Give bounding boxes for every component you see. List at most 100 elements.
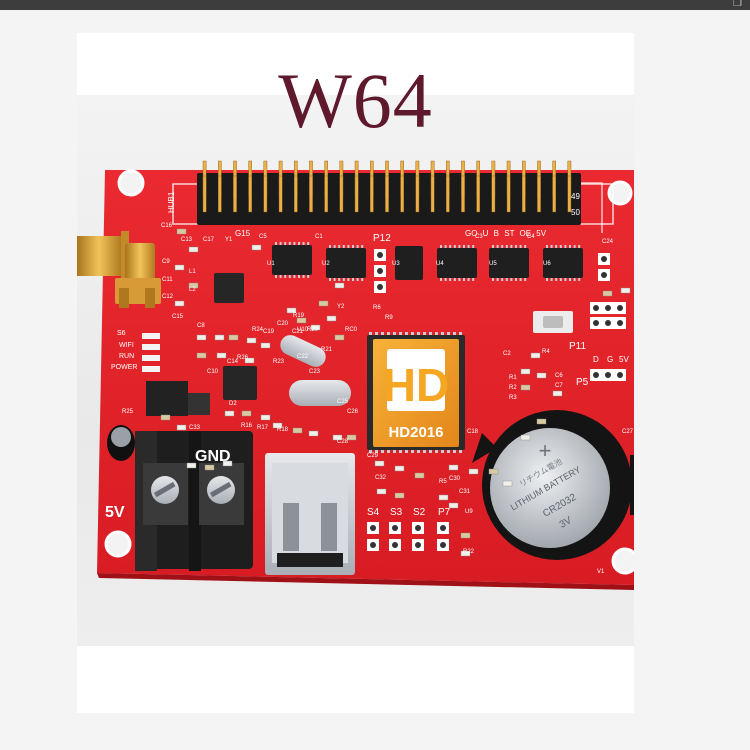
smd-component: [488, 468, 499, 475]
usb-port: [265, 453, 355, 575]
header-pin: [370, 175, 374, 213]
smd-component: [246, 337, 257, 344]
header-pin: [537, 175, 541, 213]
smd-component: [222, 460, 233, 467]
smd-component: [346, 434, 357, 441]
smd-component: [448, 502, 459, 509]
component-label: U6: [543, 261, 551, 267]
smd-component: [460, 550, 471, 557]
component-label: R21: [321, 347, 333, 353]
wifi-antenna-connector: [77, 231, 161, 308]
component-label: R17: [257, 425, 269, 431]
component-label: C28: [337, 439, 349, 445]
header-pin: [522, 175, 526, 213]
component-label: C18: [467, 429, 479, 435]
main-processor-chip: HD HD2016: [367, 335, 465, 450]
port-label-p5: P5: [576, 377, 589, 388]
switch-label-s4: S4: [367, 507, 380, 518]
port-pin-g: G: [607, 355, 613, 364]
crystal-oscillator: [280, 335, 351, 406]
smd-component: [186, 462, 197, 469]
smd-component: [174, 264, 185, 271]
component-label: C11: [162, 277, 173, 283]
smd-component: [414, 472, 425, 479]
header-pin: [278, 175, 283, 213]
smd-component: [310, 324, 321, 331]
pin50-label: 50: [571, 208, 580, 217]
header-pin: [430, 175, 435, 213]
smd-component: [552, 390, 563, 397]
smd-component: [224, 410, 235, 417]
smd-component: [530, 352, 541, 359]
header-pin: [476, 175, 481, 213]
header-pin: [552, 175, 557, 213]
product-title: W64: [278, 57, 433, 144]
header-pin: [339, 175, 344, 213]
smd-component: [620, 287, 631, 294]
header-pin: [309, 175, 313, 213]
electrolytic-capacitor: [107, 425, 135, 461]
smd-component: [520, 384, 531, 391]
coin-cell-battery: + LITHIUM BATTERY CR2032 3V リチウム電池: [472, 410, 634, 560]
component-label: C15: [172, 314, 184, 320]
smd-component: [326, 315, 337, 322]
component-label: C6: [555, 373, 563, 379]
smd-component: [438, 494, 449, 501]
component-label: U4: [436, 261, 444, 267]
led-label-power: POWER: [111, 364, 137, 371]
smd-component: [244, 357, 255, 364]
header-pin: [461, 175, 465, 213]
smd-component: [214, 334, 225, 341]
smd-component: [296, 317, 307, 324]
driver-chips-row: [272, 245, 583, 280]
hd-logo: HD: [383, 359, 449, 411]
component-label: R25: [122, 409, 134, 415]
component-label: C26: [347, 409, 359, 415]
component-label: R26: [237, 355, 249, 361]
component-label: C14: [227, 359, 239, 365]
smd-component: [308, 430, 319, 437]
smd-component: [196, 352, 207, 359]
component-label: C2: [503, 351, 511, 357]
component-label: L2: [189, 287, 196, 293]
smd-component: [228, 334, 239, 341]
smd-component: [292, 427, 303, 434]
smd-component: [160, 414, 171, 421]
component-label: R22: [463, 549, 475, 555]
component-label: U5: [489, 261, 497, 267]
g15-label: G15: [235, 229, 251, 238]
smd-component: [176, 424, 187, 431]
window-top-bar: ❐: [0, 0, 750, 10]
component-label: RC0: [345, 327, 358, 333]
port-label-p11: P11: [569, 341, 586, 352]
component-label: C4: [527, 234, 535, 240]
header-pin: [248, 175, 253, 213]
smd-component: [394, 465, 405, 472]
component-label: C27: [622, 429, 634, 435]
component-label: U3: [392, 261, 400, 267]
smd-component: [188, 246, 199, 253]
restore-icon[interactable]: ❐: [733, 0, 742, 9]
smd-component: [216, 352, 227, 359]
component-label: R5: [439, 479, 447, 485]
smd-component: [460, 532, 471, 539]
component-label: C24: [602, 239, 614, 245]
battery-voltage: 3V: [558, 515, 574, 531]
gnd-label: GND: [195, 448, 231, 465]
component-label: C12: [162, 294, 174, 300]
smd-component: [502, 480, 513, 487]
smd-component: [176, 228, 187, 235]
component-label: Y1: [225, 237, 233, 243]
smd-component: [448, 464, 459, 471]
component-label: R6: [373, 305, 381, 311]
component-label: U9: [465, 509, 473, 515]
header-pin: [324, 175, 329, 213]
smd-component: [468, 468, 479, 475]
smd-component: [332, 434, 343, 441]
pin49-label: 49: [571, 192, 580, 201]
chip-label: HD2016: [388, 424, 443, 441]
component-label: C16: [161, 223, 173, 229]
smd-component: [536, 372, 547, 379]
component-label: C33: [189, 425, 201, 431]
header-pin: [202, 175, 207, 213]
